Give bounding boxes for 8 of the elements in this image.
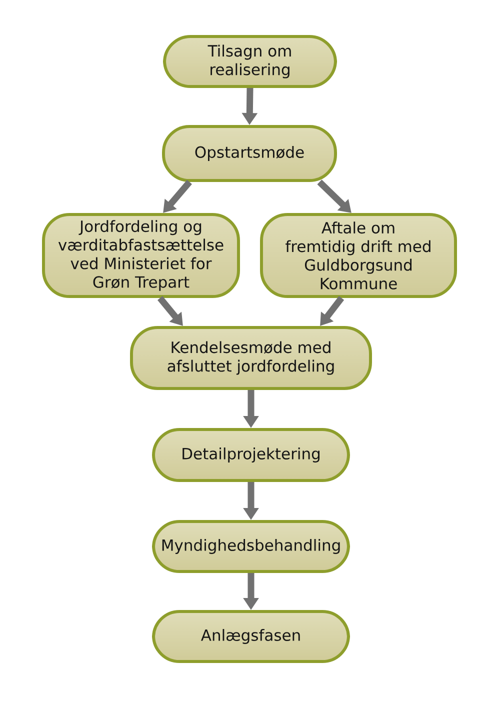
stage-box: Jordfordeling og værditabfastsættelse ved Ministeriet for Grøn Trepart	[42, 213, 240, 298]
stage-box: Kendelsesmøde med afsluttet jordfordeling	[130, 326, 372, 390]
stage-box: Anlægsfasen	[152, 610, 350, 663]
stage-box: Aftale om fremtidig drift med Guldborgsund Kommune	[260, 213, 457, 298]
stage-box: Tilsagn om realisering	[163, 35, 337, 88]
stage-box: Myndighedsbehandling	[152, 520, 350, 573]
stage-box: Opstartsmøde	[162, 125, 337, 182]
stage-box: Detailprojektering	[152, 428, 350, 482]
